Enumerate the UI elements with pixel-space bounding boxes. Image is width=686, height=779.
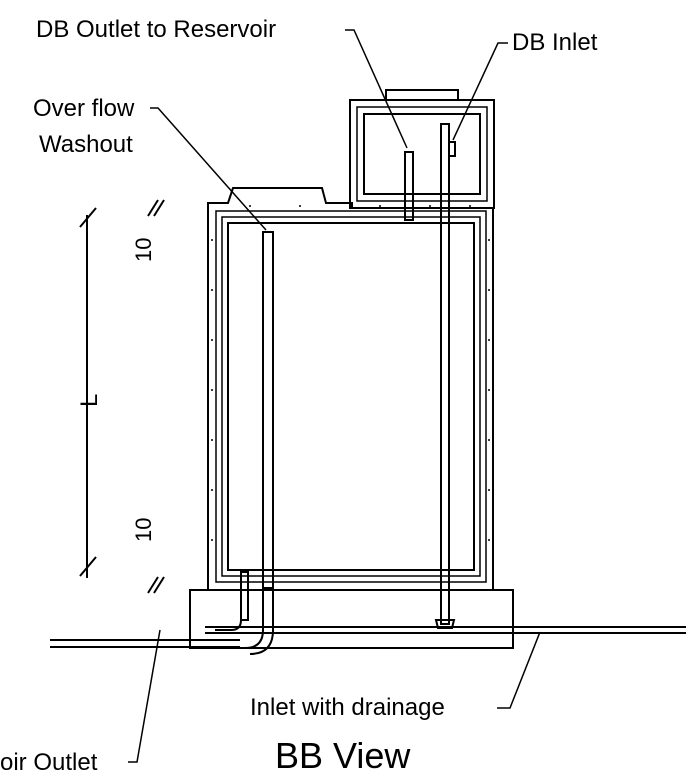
dimension-line [79,199,165,594]
label-overflow: Over flow [33,95,135,122]
leader-lines [128,29,541,763]
label-inlet-with-drainage: Inlet with drainage [250,694,445,721]
view-title: BB View [275,735,411,776]
valve-chamber [349,89,495,209]
label-reservoir-outlet: oir Outlet [0,749,98,776]
dim-label-top: 10 [131,238,156,262]
dim-label-bottom: 10 [131,518,156,542]
label-washout: Washout [39,131,133,158]
db-outlet-pipe [404,151,414,221]
db-inlet-pipe [434,123,456,629]
drain-pipe [215,571,249,631]
label-db-inlet: DB Inlet [512,29,598,56]
base-slab [189,589,514,649]
wall-hatching [211,205,490,541]
dim-label-length: L [76,394,103,407]
label-db-outlet-to-reservoir: DB Outlet to Reservoir [36,16,276,43]
ground-line [50,626,686,648]
main-tank [207,187,494,590]
overflow-pipe [195,231,274,655]
